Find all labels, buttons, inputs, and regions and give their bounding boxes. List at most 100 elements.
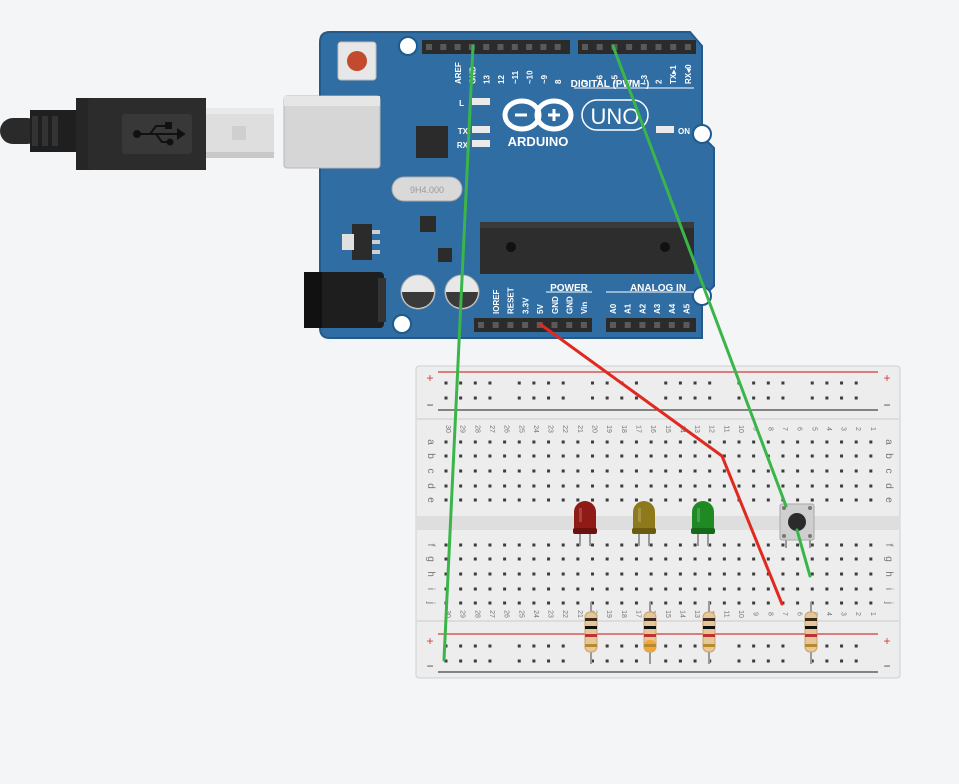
- digital-header[interactable]: [422, 40, 696, 54]
- column-label-2-top: 2: [854, 427, 861, 431]
- reset-button[interactable]: [337, 41, 377, 81]
- analog-header[interactable]: [606, 318, 696, 332]
- arduino-uno-board[interactable]: 9H4.000 L TX RX ON ARDUINO UNO: [283, 31, 715, 339]
- column-label-17-bottom: 17: [634, 610, 641, 618]
- column-label-1-bottom: 1: [869, 612, 876, 616]
- column-label-8-bottom: 8: [766, 612, 773, 616]
- resistor-1[interactable]: [584, 602, 598, 664]
- column-label-28-top: 28: [473, 425, 480, 433]
- column-label-22-top: 22: [561, 425, 568, 433]
- power-header[interactable]: [474, 318, 592, 332]
- column-label-7-top: 7: [781, 427, 788, 431]
- column-label-4-top: 4: [825, 427, 832, 431]
- wire-5v-to-breadboard: [538, 322, 784, 606]
- column-label-22-bottom: 22: [561, 610, 568, 618]
- column-label-11-bottom: 11: [722, 610, 729, 617]
- column-label-3-top: 3: [840, 427, 847, 431]
- rail-minus-bottom-right: −: [883, 659, 890, 673]
- power-pin-label-5: GND: [566, 296, 575, 314]
- power-pin-label-4: GND: [551, 296, 560, 314]
- power-pin-label-3: 5V: [536, 304, 545, 314]
- green-led[interactable]: [691, 501, 715, 546]
- analog-in-label: ANALOG IN: [630, 283, 686, 294]
- digital-pin-label-7: 8: [554, 79, 563, 84]
- column-label-18-top: 18: [620, 425, 627, 433]
- row-label-b-right: b: [883, 453, 894, 459]
- breadboard-column-labels: 3030292928282727262625252424232322222121…: [444, 425, 876, 618]
- onboard-leds: L TX RX ON: [457, 98, 690, 150]
- row-label-g-right: g: [883, 556, 894, 562]
- power-jack: [304, 272, 386, 328]
- digital-pin-label-2: 13: [483, 75, 492, 84]
- uno-model-text: UNO: [591, 104, 640, 129]
- column-label-3-bottom: 3: [840, 612, 847, 616]
- row-label-h-left: h: [425, 571, 436, 577]
- row-label-e-left: e: [425, 497, 436, 503]
- resistor-2[interactable]: [643, 602, 657, 664]
- power-pin-label-6: Vin: [580, 302, 589, 314]
- digital-pin-label-6: ~9: [540, 74, 549, 84]
- breadboard[interactable]: + + − − + + − − 303029292828272726262525…: [415, 365, 901, 679]
- row-label-c-left: c: [425, 469, 436, 474]
- column-label-24-top: 24: [532, 425, 539, 433]
- led-tx-label: TX: [458, 127, 469, 136]
- usb-symbol-icon: [133, 122, 186, 146]
- digital-pin-label-14: TX▸1: [669, 65, 678, 84]
- led-rx-label: RX: [457, 141, 469, 150]
- column-label-4-bottom: 4: [825, 612, 832, 616]
- column-label-10-bottom: 10: [737, 610, 744, 618]
- column-label-17-top: 17: [634, 425, 641, 433]
- power-pin-label-1: RESET: [507, 287, 516, 314]
- resistor-4[interactable]: [804, 602, 818, 664]
- usb-cable[interactable]: [0, 98, 274, 170]
- analog-pin-label-3: A3: [653, 303, 662, 314]
- leds[interactable]: [573, 501, 715, 546]
- column-label-25-top: 25: [517, 425, 524, 433]
- column-label-1-top: 1: [869, 427, 876, 431]
- usb-chip: [416, 126, 448, 158]
- column-label-23-top: 23: [547, 425, 554, 433]
- analog-pin-label-2: A2: [638, 303, 647, 314]
- digital-pin-label-5: ~10: [526, 70, 535, 84]
- breadboard-holes[interactable]: [444, 381, 873, 663]
- column-label-28-bottom: 28: [473, 610, 480, 618]
- row-label-e-right: e: [883, 497, 894, 503]
- column-label-15-bottom: 15: [664, 610, 671, 618]
- rail-plus-top-right: +: [883, 371, 890, 385]
- column-label-15-top: 15: [664, 425, 671, 433]
- rail-minus-bottom-left: −: [426, 659, 433, 673]
- row-label-f-right: f: [883, 544, 894, 547]
- column-label-25-bottom: 25: [517, 610, 524, 618]
- red-led[interactable]: [573, 501, 597, 546]
- row-label-c-right: c: [883, 469, 894, 474]
- wires[interactable]: [442, 44, 812, 662]
- resistors[interactable]: [584, 602, 818, 664]
- push-button[interactable]: [779, 503, 815, 548]
- row-label-f-left: f: [425, 544, 436, 547]
- column-label-7-bottom: 7: [781, 612, 788, 616]
- yellow-led[interactable]: [632, 501, 656, 546]
- led-l-label: L: [459, 99, 464, 108]
- crystal-label: 9H4.000: [410, 185, 444, 195]
- column-label-20-top: 20: [591, 425, 598, 433]
- column-label-27-bottom: 27: [488, 610, 495, 618]
- row-label-i-left: i: [425, 588, 436, 590]
- voltage-regulator: [342, 224, 380, 260]
- column-label-24-bottom: 24: [532, 610, 539, 618]
- analog-pin-label-0: A0: [609, 303, 618, 314]
- analog-pin-label-1: A1: [624, 303, 633, 314]
- column-label-8-top: 8: [766, 427, 773, 431]
- digital-pin-label-0: AREF: [454, 62, 463, 84]
- digital-pin-label-8: 7: [581, 79, 590, 84]
- resistor-3[interactable]: [702, 602, 716, 664]
- row-label-a-right: a: [883, 439, 894, 445]
- wire-gnd-to-ground-rail: [442, 44, 475, 662]
- column-label-29-bottom: 29: [459, 610, 466, 618]
- column-label-14-bottom: 14: [678, 610, 685, 618]
- column-label-12-top: 12: [708, 425, 715, 433]
- column-label-18-bottom: 18: [620, 610, 627, 618]
- column-label-10-top: 10: [737, 425, 744, 433]
